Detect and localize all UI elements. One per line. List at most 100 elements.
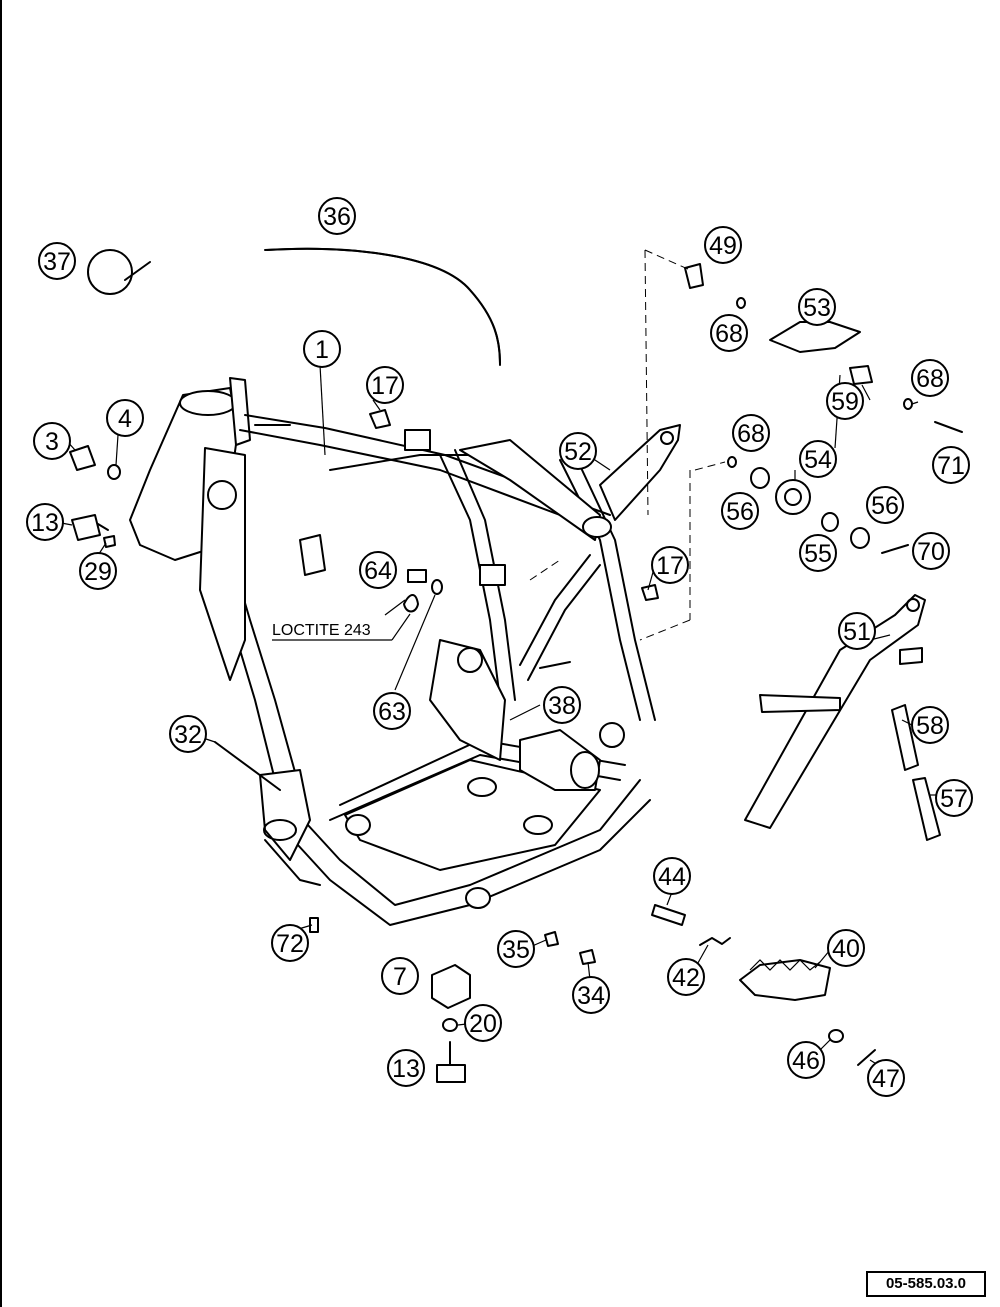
callout-circle: [366, 366, 404, 404]
callout-7: 7: [381, 957, 419, 995]
screw-lower-drawing: [641, 584, 659, 601]
loctite-note: LOCTITE 243: [272, 622, 371, 639]
callout-34: 34: [572, 976, 610, 1014]
small-screw-drawing: [309, 917, 319, 933]
chain-roller-drawing: [775, 479, 811, 515]
callout-number: 64: [364, 557, 392, 585]
callout-number: 56: [871, 492, 899, 520]
callout-number: 42: [672, 964, 700, 992]
callout-circle: [911, 359, 949, 397]
callout-circle: [799, 534, 837, 572]
callout-17: 17: [651, 546, 689, 584]
callout-circle: [26, 503, 64, 541]
callout-circle: [543, 686, 581, 724]
footrest-spring-drawing: [699, 937, 731, 946]
nut-46-drawing: [828, 1029, 844, 1043]
callout-circle: [826, 382, 864, 420]
callout-55: 55: [799, 534, 837, 572]
callout-32: 32: [169, 715, 207, 753]
callout-number: 51: [843, 618, 871, 646]
callout-circle: [169, 715, 207, 753]
callout-49: 49: [704, 226, 742, 264]
callout-circle: [732, 414, 770, 452]
bearing-b: [850, 527, 870, 549]
frame-assembly: [129, 377, 656, 926]
callout-57: 57: [935, 779, 973, 817]
callout-number: 36: [323, 203, 351, 231]
callout-44: 44: [653, 857, 691, 895]
callout-52: 52: [559, 432, 597, 470]
callout-circle: [271, 924, 309, 962]
callout-56: 56: [866, 486, 904, 524]
callout-29: 29: [79, 552, 117, 590]
callout-number: 13: [31, 509, 59, 537]
callout-circle: [318, 197, 356, 235]
callout-group: 1347131317172029323435363738404244464749…: [26, 197, 973, 1097]
callout-circle: [651, 546, 689, 584]
callout-circle: [710, 314, 748, 352]
stud-drawing: [436, 1041, 466, 1083]
callout-number: 49: [709, 232, 737, 260]
callout-number: 63: [378, 698, 406, 726]
callout-63: 63: [373, 692, 411, 730]
callout-circle: [464, 1004, 502, 1042]
callout-number: 37: [43, 248, 71, 276]
chain-guide-drawing: [769, 321, 861, 353]
callout-53: 53: [798, 288, 836, 326]
spacer-drawing: [821, 512, 839, 532]
nut-35-drawing: [544, 931, 559, 947]
callout-68: 68: [710, 314, 748, 352]
callout-circle: [932, 446, 970, 484]
callout-40: 40: [827, 929, 865, 967]
callout-number: 52: [564, 438, 592, 466]
callout-number: 32: [174, 721, 202, 749]
callout-36: 36: [318, 197, 356, 235]
callout-circle: [667, 958, 705, 996]
callout-number: 68: [916, 365, 944, 393]
callout-17: 17: [366, 366, 404, 404]
stand-rubber-drawing: [891, 704, 919, 771]
footrest-drawing: [739, 959, 831, 1001]
callout-number: 13: [392, 1055, 420, 1083]
callout-number: 35: [502, 936, 530, 964]
callout-number: 57: [940, 785, 968, 813]
footrest-pin-drawing: [651, 904, 686, 926]
callout-circle: [33, 422, 71, 460]
drawing-number-label: 05-585.03.0: [866, 1271, 986, 1297]
callout-circle: [798, 288, 836, 326]
callout-51: 51: [838, 612, 876, 650]
callout-13: 13: [26, 503, 64, 541]
callout-number: 38: [548, 692, 576, 720]
sleeve-drawing: [849, 365, 873, 385]
callout-circle: [867, 1059, 905, 1097]
callout-number: 17: [656, 552, 684, 580]
callout-68: 68: [732, 414, 770, 452]
long-bolt-drawing: [214, 741, 281, 791]
nut-20-drawing: [442, 1018, 458, 1032]
callout-58: 58: [911, 706, 949, 744]
callout-70: 70: [912, 532, 950, 570]
callout-68: 68: [911, 359, 949, 397]
callout-13: 13: [387, 1049, 425, 1087]
callout-number: 1: [315, 336, 329, 364]
callout-circle: [799, 440, 837, 478]
screw-washer-drawing: [403, 569, 443, 613]
callout-circle: [38, 242, 76, 280]
callout-circle: [911, 706, 949, 744]
callout-number: 20: [469, 1010, 497, 1038]
cable-tie-drawing: [87, 249, 151, 295]
callout-number: 47: [872, 1065, 900, 1093]
o-ring-b: [727, 456, 737, 468]
callout-72: 72: [271, 924, 309, 962]
callout-1: 1: [303, 330, 341, 368]
callout-circle: [381, 957, 419, 995]
callout-37: 37: [38, 242, 76, 280]
callout-circle: [303, 330, 341, 368]
callout-number: 55: [804, 540, 832, 568]
callout-number: 53: [803, 294, 831, 322]
callout-circle: [935, 779, 973, 817]
callout-number: 68: [715, 320, 743, 348]
o-ring-c: [903, 398, 913, 410]
callout-number: 59: [831, 388, 859, 416]
